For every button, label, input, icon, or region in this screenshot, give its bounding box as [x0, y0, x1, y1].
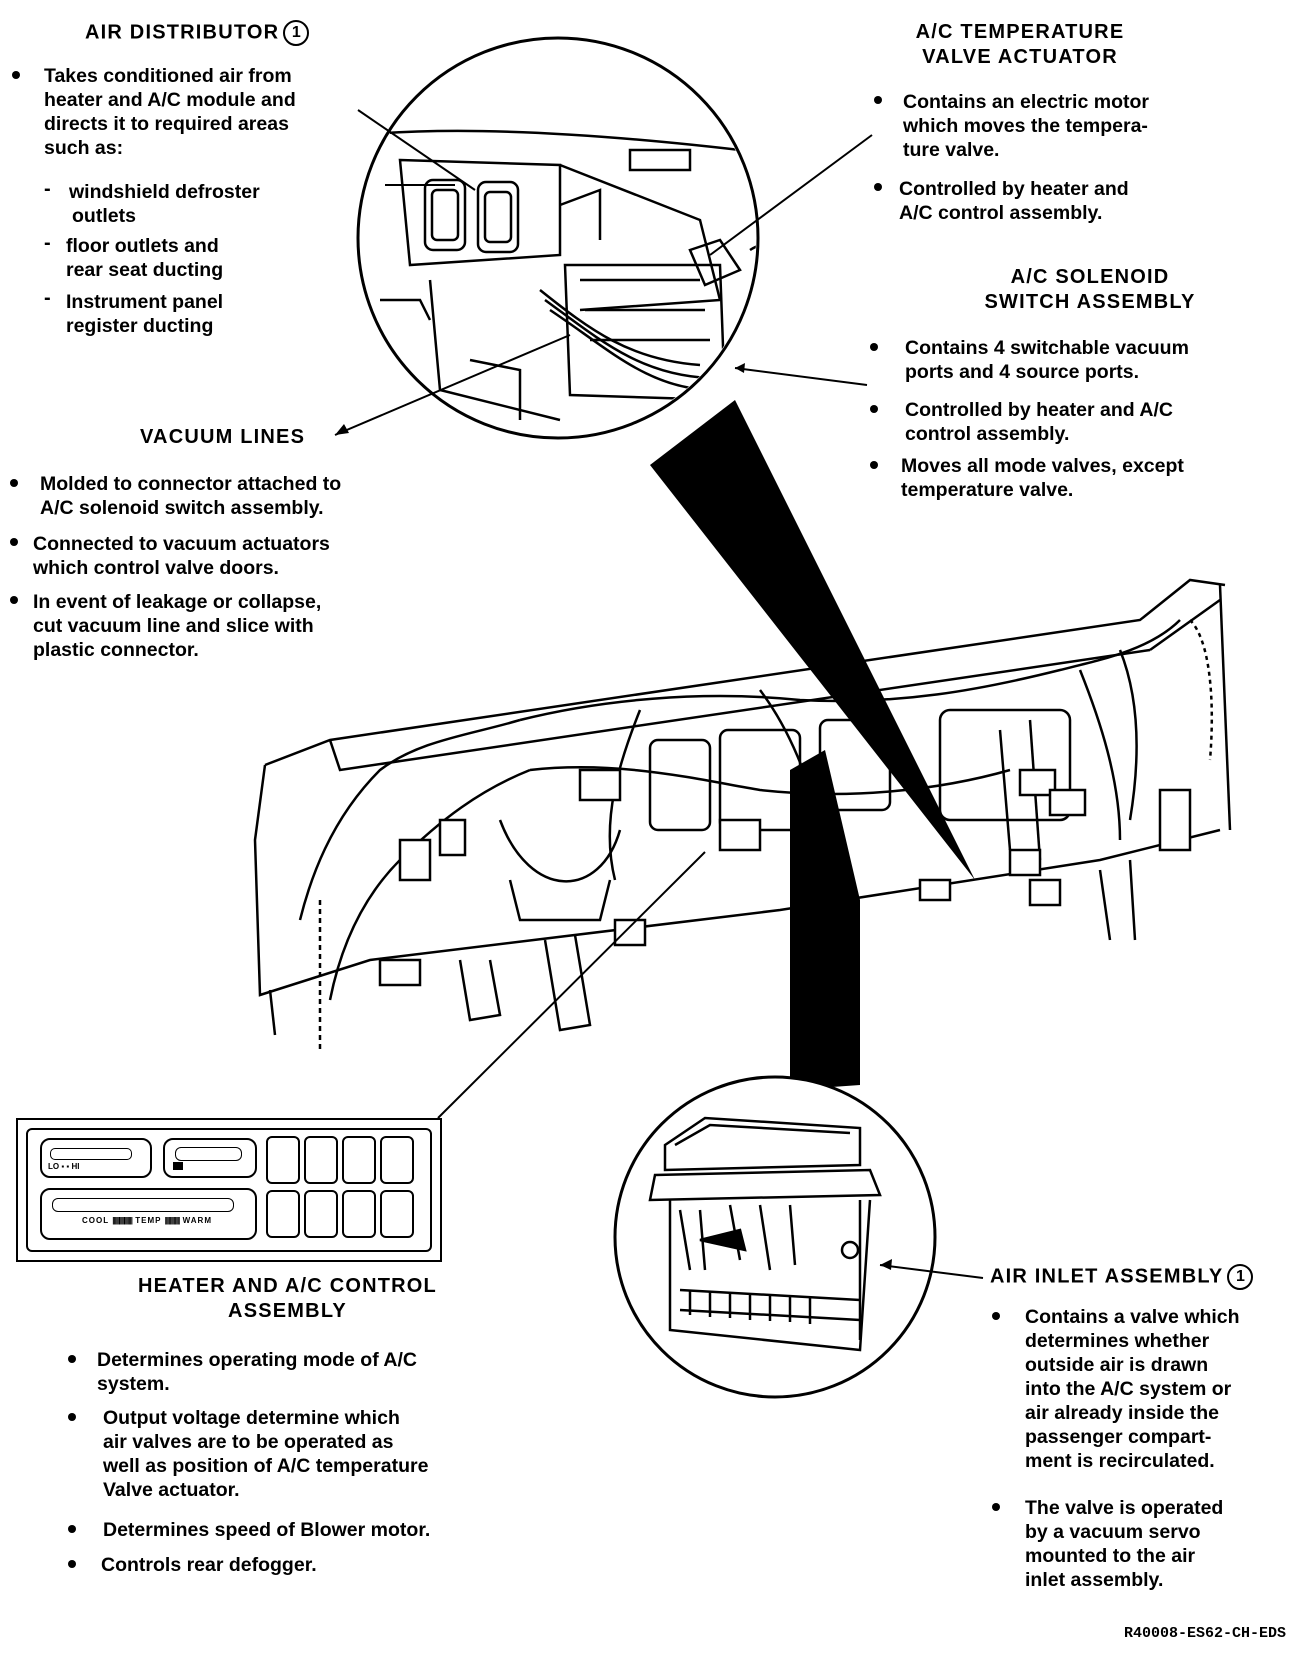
solenoid-title: A/C SOLENOID SWITCH ASSEMBLY — [984, 266, 1196, 313]
temp-actuator-title: A/C TEMPERATURE VALVE ACTUATOR — [915, 21, 1125, 68]
instrument-panel-illustration — [253, 578, 1232, 1050]
air-inlet-detail-circle — [613, 1075, 937, 1399]
bullet-icon — [870, 461, 878, 469]
figure-reference-code: R40008-ES62-CH-EDS — [1123, 1625, 1286, 1642]
bullet-icon — [10, 479, 18, 487]
bullet-icon — [992, 1503, 1000, 1511]
temp-mid-label: TEMP — [135, 1216, 162, 1225]
temp-actuator-bullet: Contains an electric motor which moves t… — [903, 91, 1149, 161]
dash-marker: - — [44, 178, 51, 200]
vacuum-lines-title: VACUUM LINES — [140, 426, 306, 448]
air-inlet-bullet: The valve is operated by a vacuum servo … — [1025, 1497, 1224, 1591]
bullet-icon — [68, 1413, 76, 1421]
bullet-icon — [68, 1525, 76, 1533]
callout-number-1: 1 — [283, 20, 310, 46]
temperature-slider: COOL |||||||||||||||| TEMP |||||||||||| … — [40, 1188, 257, 1240]
control-assembly-bullet: Determines speed of Blower motor. — [103, 1519, 431, 1541]
air-distributor-subitem: floor outlets and rear seat ducting — [66, 235, 224, 281]
air-distributor-description: Takes conditioned air from heater and A/… — [44, 65, 296, 159]
air-distributor-subitem: Instrument panel register ducting — [66, 291, 224, 337]
bullet-icon — [870, 343, 878, 351]
mode-button-grid — [266, 1136, 426, 1240]
callout-number-1: 1 — [1227, 1264, 1254, 1290]
solenoid-bullet: Moves all mode valves, except temperatur… — [901, 455, 1184, 501]
bullet-icon — [68, 1355, 76, 1363]
temp-actuator-bullet: Controlled by heater and A/C control ass… — [899, 178, 1129, 224]
air-distributor-subitem: windshield defroster outlets — [69, 181, 260, 227]
air-distributor-detail-circle — [356, 36, 760, 440]
solenoid-bullet: Contains 4 switchable vacuum ports and 4… — [905, 337, 1189, 383]
temp-warm-label: WARM — [182, 1216, 212, 1225]
bullet-icon — [68, 1560, 76, 1568]
bullet-icon — [874, 96, 882, 104]
solenoid-bullet: Controlled by heater and A/C control ass… — [905, 399, 1173, 445]
fan-speed-slider: LO ▪ ▪ HI — [40, 1138, 152, 1178]
vacuum-lines-bullet: In event of leakage or collapse, cut vac… — [33, 591, 322, 661]
bullet-icon — [12, 71, 20, 79]
bullet-icon — [870, 405, 878, 413]
control-panel-inset: LO ▪ ▪ HI COOL |||||||||||||||| TEMP |||… — [16, 1118, 442, 1262]
vacuum-lines-bullet: Connected to vacuum actuators which cont… — [33, 533, 330, 579]
control-assembly-title: HEATER AND A/C CONTROL ASSEMBLY — [138, 1275, 437, 1322]
control-assembly-bullet: Output voltage determine which air valve… — [103, 1407, 429, 1501]
leader-lines — [334, 109, 984, 1279]
dash-marker: - — [44, 232, 51, 254]
bullet-icon — [10, 538, 18, 546]
detail-pointer-wedge-top — [650, 400, 975, 880]
detail-pointer-wedge-bottom — [790, 750, 860, 1090]
bullet-icon — [874, 183, 882, 191]
bullet-icon — [992, 1312, 1000, 1320]
temp-cool-label: COOL — [82, 1216, 109, 1225]
control-assembly-bullet: Controls rear defogger. — [101, 1554, 317, 1576]
bullet-icon — [10, 596, 18, 604]
mode-display — [163, 1138, 257, 1178]
air-inlet-bullet: Contains a valve which determines whethe… — [1025, 1306, 1240, 1472]
vacuum-lines-bullet: Molded to connector attached to A/C sole… — [40, 473, 342, 519]
control-assembly-bullet: Determines operating mode of A/C system. — [97, 1349, 417, 1395]
fan-speed-label: LO ▪ ▪ HI — [48, 1162, 80, 1171]
dash-marker: - — [44, 287, 51, 309]
